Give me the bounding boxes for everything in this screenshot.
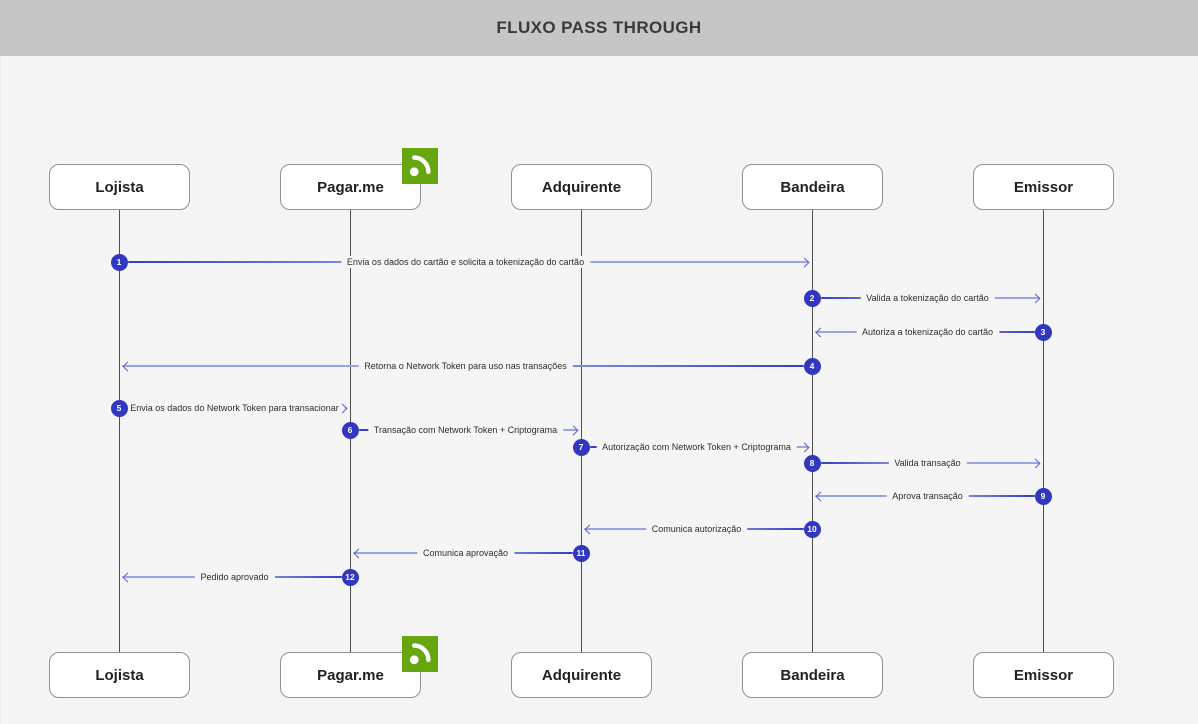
step-10-badge: 10 <box>803 520 821 538</box>
step-6-badge: 6 <box>341 421 359 439</box>
step-9-badge: 9 <box>1034 487 1052 505</box>
actor-label: Bandeira <box>780 666 845 684</box>
lifeline-emissor <box>1043 210 1044 653</box>
actor-top-adquirente: Adquirente <box>511 164 652 210</box>
arrowhead-left-icon <box>122 361 132 371</box>
actor-label: Emissor <box>1013 666 1074 684</box>
actor-label: Lojista <box>95 666 144 684</box>
title-bar: FLUXO PASS THROUGH <box>0 0 1198 56</box>
actor-label: Emissor <box>1013 178 1074 196</box>
actor-bottom-adquirente: Adquirente <box>511 652 652 698</box>
actor-bottom-lojista: Lojista <box>49 652 190 698</box>
actor-bottom-emissor: Emissor <box>973 652 1114 698</box>
page-title: FLUXO PASS THROUGH <box>496 18 702 37</box>
step-4-badge: 4 <box>803 357 821 375</box>
message-6-label: Transação com Network Token + Criptogram… <box>367 424 564 436</box>
arrowhead-right-icon <box>1030 458 1040 468</box>
pagarme-logo-icon <box>402 148 438 184</box>
arrowhead-right-icon <box>799 442 809 452</box>
actor-label: Lojista <box>95 178 144 196</box>
actor-label: Bandeira <box>780 178 845 196</box>
step-7-badge: 7 <box>572 438 590 456</box>
actor-top-bandeira: Bandeira <box>742 164 883 210</box>
arrowhead-left-icon <box>122 572 132 582</box>
message-7-label: Autorização com Network Token + Criptogr… <box>596 441 797 453</box>
arrowhead-left-icon <box>815 327 825 337</box>
step-12-badge: 12 <box>341 568 359 586</box>
message-4-label: Retorna o Network Token para uso nas tra… <box>358 360 573 372</box>
actor-top-emissor: Emissor <box>973 164 1114 210</box>
step-11-badge: 11 <box>572 544 590 562</box>
message-12-label: Pedido aprovado <box>194 571 275 583</box>
message-11-label: Comunica aprovação <box>416 547 515 559</box>
arrowhead-right-icon <box>568 425 578 435</box>
arrowhead-left-icon <box>815 491 825 501</box>
step-2-badge: 2 <box>803 289 821 307</box>
arrowhead-left-icon <box>584 524 594 534</box>
message-10-label: Comunica autorização <box>645 523 748 535</box>
message-1-label: Envia os dados do cartão e solicita a to… <box>340 256 591 268</box>
step-3-badge: 3 <box>1034 323 1052 341</box>
pagarme-logo-icon <box>402 636 438 672</box>
message-2-label: Valida a tokenização do cartão <box>860 292 995 304</box>
lifeline-adquirente <box>581 210 582 653</box>
step-8-badge: 8 <box>803 454 821 472</box>
lifeline-bandeira <box>812 210 813 653</box>
actor-bottom-pagarme: Pagar.me <box>280 652 421 698</box>
actor-label: Pagar.me <box>317 666 384 684</box>
step-5-badge: 5 <box>110 399 128 417</box>
step-1-badge: 1 <box>110 253 128 271</box>
arrowhead-left-icon <box>353 548 363 558</box>
actor-label: Pagar.me <box>317 178 384 196</box>
actor-bottom-bandeira: Bandeira <box>742 652 883 698</box>
actor-top-pagarme: Pagar.me <box>280 164 421 210</box>
arrowhead-right-icon <box>1030 293 1040 303</box>
message-9-label: Aprova transação <box>886 490 969 502</box>
actor-label: Adquirente <box>541 178 622 196</box>
actor-top-lojista: Lojista <box>49 164 190 210</box>
arrowhead-right-icon <box>799 257 809 267</box>
message-8-label: Valida transação <box>888 457 967 469</box>
actor-label: Adquirente <box>541 666 622 684</box>
message-3-label: Autoriza a tokenização do cartão <box>855 326 1000 338</box>
lifeline-lojista <box>119 210 120 653</box>
message-5-label: Envia os dados do Network Token para tra… <box>124 402 345 414</box>
